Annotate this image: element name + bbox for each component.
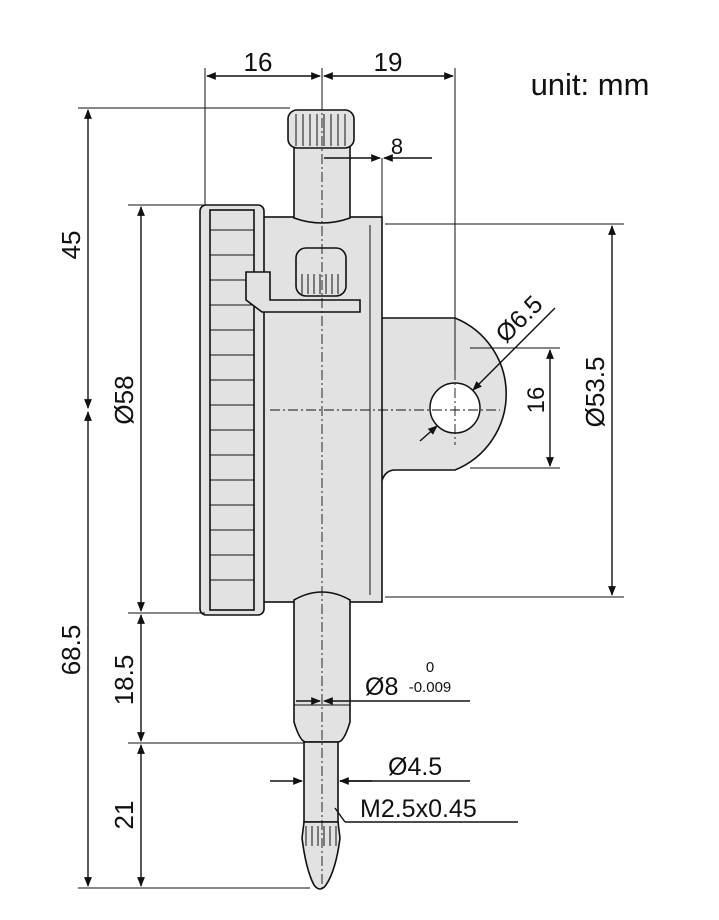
unit-label: unit: mm	[531, 67, 650, 102]
dim-dial-diameter: Ø58	[109, 375, 139, 424]
contact-point-knurl	[305, 826, 337, 846]
top-cap-knurl	[295, 114, 346, 146]
indicator-body	[199, 109, 508, 890]
dim-lug-hole: Ø6.5	[490, 290, 548, 348]
dim-height-upper: 45	[56, 231, 86, 260]
dimension-lines	[84, 72, 616, 887]
dim-top-left: 16	[244, 47, 273, 77]
center-lines	[270, 100, 500, 890]
dim-lug-height: 16	[523, 387, 550, 414]
dim-top-right: 19	[374, 47, 403, 77]
contact-point	[301, 821, 341, 890]
dim-case-diameter: Ø53.5	[580, 357, 610, 428]
dim-stem-offset: 8	[391, 134, 403, 159]
dim-stem-diameter: Ø8	[365, 673, 398, 701]
dim-height-lower: 68.5	[56, 625, 86, 676]
dim-spindle-diameter: Ø4.5	[388, 753, 442, 781]
dim-tip-segment: 21	[109, 801, 139, 830]
dim-stem-tol-upper: 0	[426, 659, 434, 676]
top-cap	[287, 109, 355, 149]
bezel-knurl	[209, 209, 255, 611]
clamp-bracket	[245, 271, 361, 313]
extension-lines	[78, 68, 624, 889]
spindle	[303, 741, 339, 823]
dim-stem-segment: 18.5	[109, 655, 139, 706]
clamp-knob-knurl	[301, 274, 339, 294]
dim-thread: M2.5x0.45	[360, 795, 477, 823]
dim-stem-tol-lower: -0.009	[409, 679, 452, 696]
